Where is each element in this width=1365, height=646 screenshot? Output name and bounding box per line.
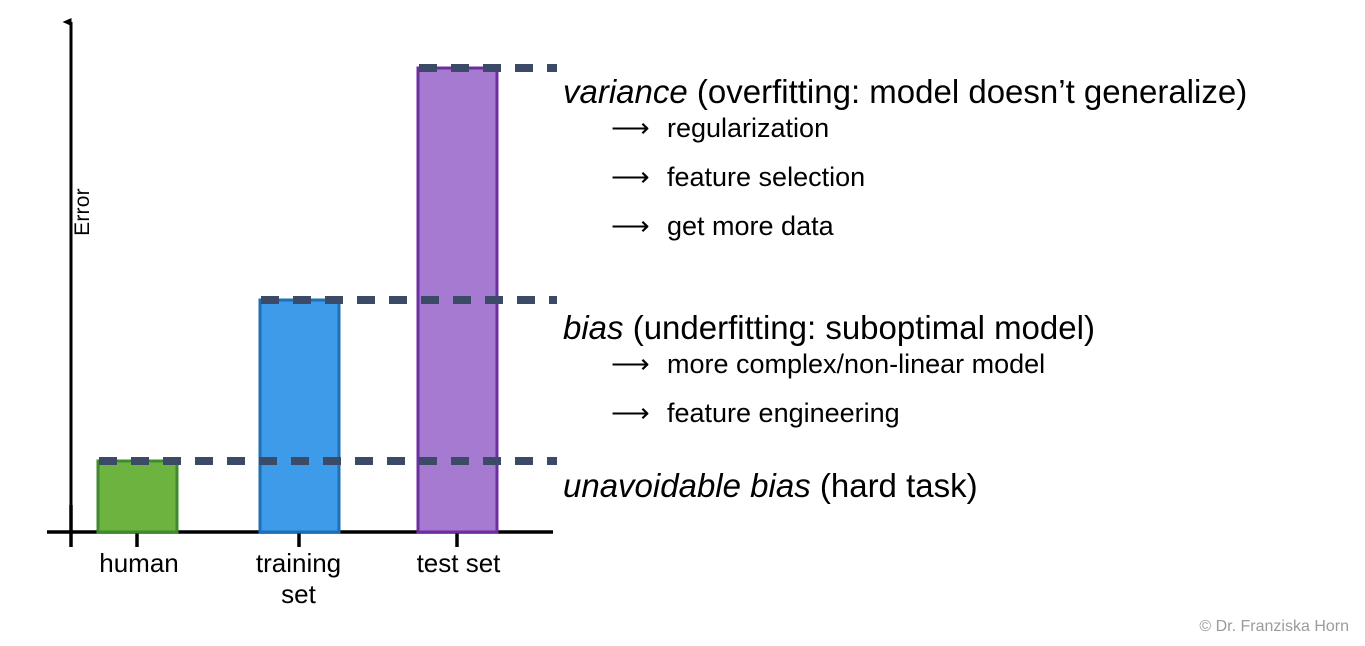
note-block-variance: variance (overfitting: model doesn’t gen… xyxy=(563,72,1363,259)
arrow-right-icon: ⟶ xyxy=(611,211,650,241)
annotation-panel: variance (overfitting: model doesn’t gen… xyxy=(563,0,1363,646)
x-tick-label-training-set-line2: set xyxy=(281,579,316,609)
note-term-variance: variance xyxy=(563,73,688,110)
x-tick-label-human-line1: human xyxy=(99,548,179,578)
y-axis-label: Error xyxy=(71,188,94,236)
x-tick-label-test-set: test set xyxy=(390,548,527,579)
chart-svg xyxy=(47,18,557,547)
note-item-feature-selection: ⟶ feature selection xyxy=(611,161,1363,194)
note-detail-unavoidable-bias: (hard task) xyxy=(810,467,978,504)
note-block-unavoidable-bias: unavoidable bias (hard task) xyxy=(563,466,1363,506)
note-item-label: get more data xyxy=(667,211,834,241)
bias-variance-bar-chart: Error human training set test set xyxy=(0,0,560,646)
copyright-credit: © Dr. Franziska Horn xyxy=(1199,618,1349,635)
note-item-label: feature selection xyxy=(667,162,866,192)
arrow-right-icon: ⟶ xyxy=(611,349,650,379)
x-tick-label-training-set: training set xyxy=(230,548,367,610)
note-item-get-more-data: ⟶ get more data xyxy=(611,210,1363,243)
note-item-regularization: ⟶ regularization xyxy=(611,112,1363,145)
note-heading-bias: bias (underfitting: suboptimal model) xyxy=(563,308,1363,348)
note-item-label: more complex/non-linear model xyxy=(667,349,1046,379)
arrow-right-icon: ⟶ xyxy=(611,162,650,192)
note-detail-variance: (overfitting: model doesn’t generalize) xyxy=(687,73,1248,110)
arrow-right-icon: ⟶ xyxy=(611,398,650,428)
note-detail-bias: (underfitting: suboptimal model) xyxy=(623,309,1095,346)
bar-training-set xyxy=(258,298,341,534)
note-block-bias: bias (underfitting: suboptimal model) ⟶ … xyxy=(563,308,1363,446)
bar-human xyxy=(96,459,179,534)
x-tick-label-human: human xyxy=(68,548,210,579)
x-tick-label-training-set-line1: training xyxy=(255,548,342,578)
note-heading-unavoidable-bias: unavoidable bias (hard task) xyxy=(563,466,1363,506)
note-term-bias: bias xyxy=(563,309,624,346)
note-heading-variance: variance (overfitting: model doesn’t gen… xyxy=(563,72,1363,112)
arrow-right-icon: ⟶ xyxy=(611,113,650,143)
note-term-unavoidable-bias: unavoidable bias xyxy=(563,467,811,504)
note-item-label: regularization xyxy=(667,113,830,143)
note-item-feature-engineering: ⟶ feature engineering xyxy=(611,397,1363,430)
x-tick-label-test-set-line1: test set xyxy=(416,548,501,578)
note-item-more-complex-model: ⟶ more complex/non-linear model xyxy=(611,348,1363,381)
note-item-label: feature engineering xyxy=(667,398,900,428)
